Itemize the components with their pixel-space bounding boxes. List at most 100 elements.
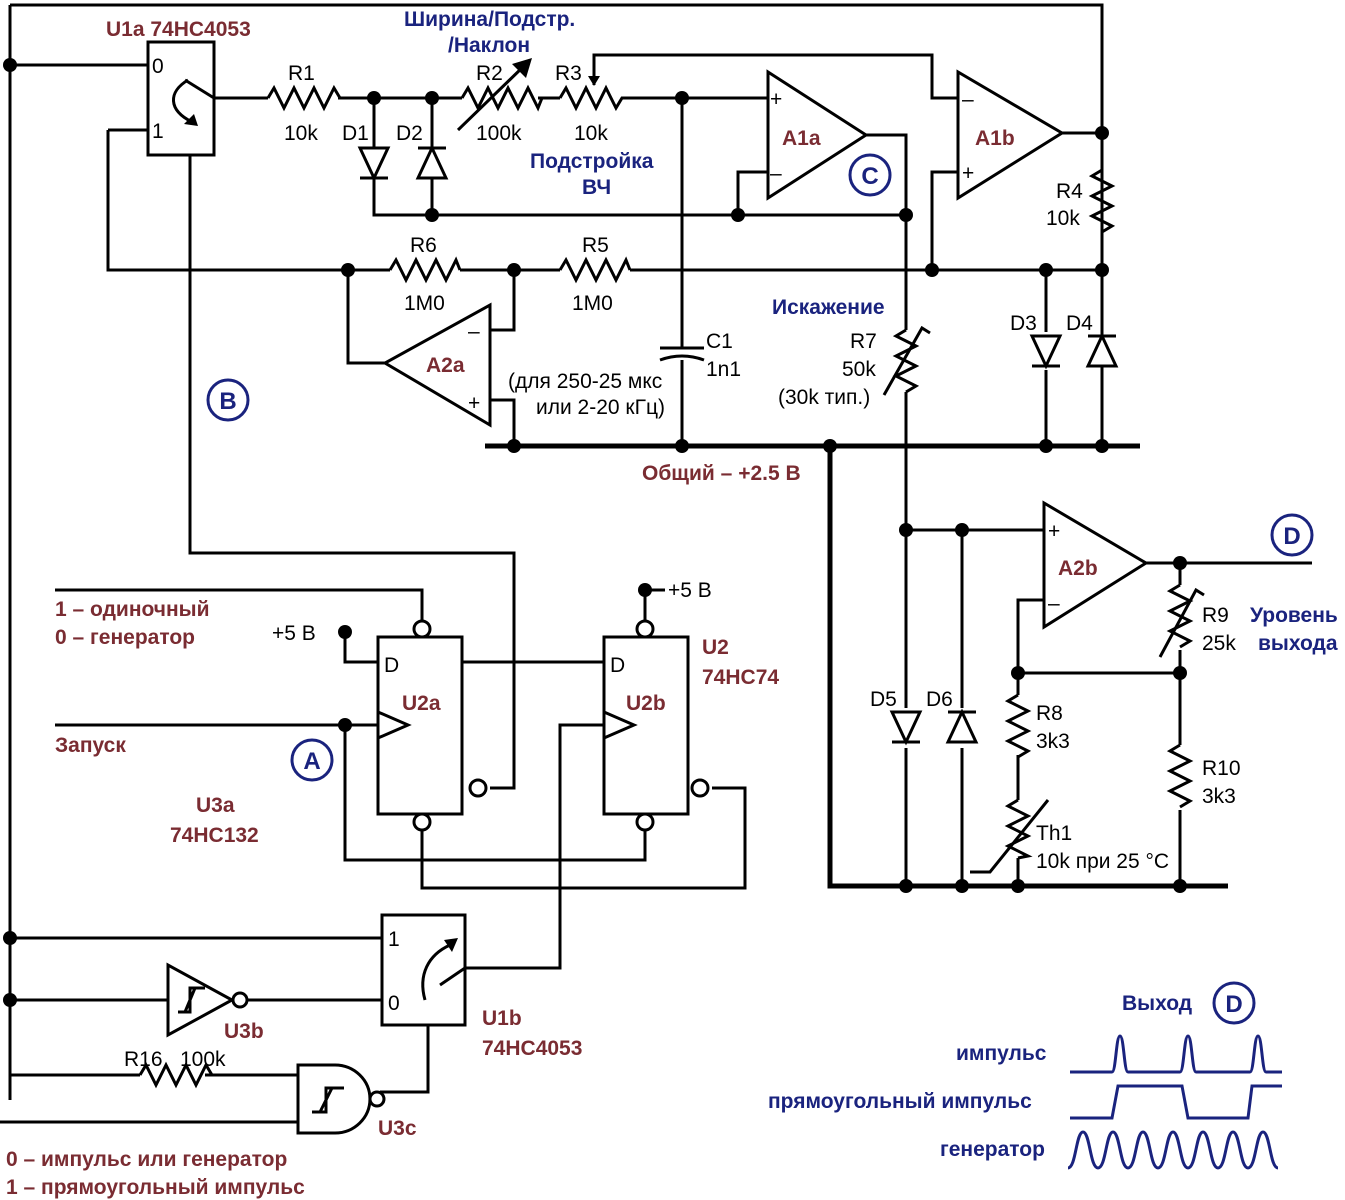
r9-label: R9 (1202, 604, 1229, 627)
r9-zigzag (1166, 583, 1194, 649)
test-point-b: B (206, 378, 250, 422)
test-point-b-label: B (219, 388, 236, 415)
r6-zigzag (388, 256, 462, 284)
c1-value: 1n1 (706, 358, 741, 381)
legend-square-label: прямоугольный импульс (768, 1090, 1032, 1113)
d4-label: D4 (1066, 312, 1093, 335)
legend-test-point-d-label: D (1225, 991, 1242, 1018)
test-point-c-label: C (861, 163, 878, 190)
u3b-schmitt-inverter (166, 962, 249, 1038)
a1a-opamp (766, 69, 869, 201)
a1b-plus: + (962, 162, 974, 185)
d1-label: D1 (342, 122, 369, 145)
resistors (138, 58, 1205, 1089)
r5-zigzag (558, 256, 632, 284)
u1a-label: U1a 74HC4053 (106, 18, 251, 41)
legend-oscillator-label: генератор (940, 1138, 1045, 1161)
slope-label: /Наклон (448, 34, 530, 57)
d2-diode (415, 144, 449, 180)
u3c-label: U3c (378, 1117, 417, 1140)
r7-note: (30k тип.) (778, 386, 870, 409)
c1-label: C1 (706, 330, 733, 353)
r1-label: R1 (288, 62, 315, 85)
supply-label-1: +5 В (272, 622, 316, 645)
r3-zigzag (558, 84, 628, 112)
level-label-1: Уровень (1250, 604, 1338, 627)
u2a-label: U2a (402, 692, 441, 715)
r9-arrow (1158, 587, 1205, 658)
r7-arrow (882, 325, 931, 396)
legend-pulse-label: импульс (956, 1042, 1047, 1065)
d4-diode (1085, 332, 1119, 368)
legend-square-wave (1070, 1084, 1282, 1120)
d5-diode (889, 710, 923, 746)
u1b-switch (380, 913, 467, 1027)
test-point-d: D (1270, 513, 1314, 557)
d6-diode (945, 708, 979, 744)
a1a-minus: – (770, 162, 782, 185)
u2b-flipflop (602, 619, 710, 832)
c1-capacitor (659, 346, 705, 362)
u3a-label: U3a (196, 794, 235, 817)
r8-label: R8 (1036, 702, 1063, 725)
u2b-label: U2b (626, 692, 666, 715)
supply-label-2: +5 В (668, 579, 712, 602)
legend-pulse-wave (1070, 1034, 1282, 1074)
mode-label-1: 1 – одиночный (55, 598, 210, 621)
c1-note2: или 2-20 кГц) (536, 396, 665, 419)
r10-label: R10 (1202, 757, 1241, 780)
a1b-opamp (956, 69, 1065, 201)
c1-note1: (для 250-25 мкс (508, 370, 662, 393)
r1-value: 10k (284, 122, 318, 145)
r7-zigzag (892, 328, 920, 394)
a1a-plus: + (770, 88, 782, 111)
r16-label: R16 (124, 1048, 163, 1071)
legend-title: Выход (1122, 992, 1192, 1015)
d6-label: D6 (926, 688, 953, 711)
a2a-opamp (381, 302, 492, 428)
test-point-a-label: A (303, 748, 320, 775)
shape-label-1: 0 – импульс или генератор (6, 1148, 287, 1171)
a1b-minus: – (962, 88, 974, 111)
r2-label: R2 (476, 62, 503, 85)
th1-line (970, 799, 1050, 874)
test-point-d-label: D (1283, 523, 1300, 550)
th1-zigzag (1004, 798, 1033, 860)
r5-value: 1M0 (572, 292, 613, 315)
r6-value: 1M0 (404, 292, 445, 315)
d3-diode (1029, 334, 1063, 370)
r7-label: R7 (850, 330, 877, 353)
mode-label-2: 0 – генератор (55, 626, 195, 649)
test-point-c: C (848, 153, 892, 197)
a2a-label: A2a (426, 354, 465, 377)
r7-value: 50k (842, 358, 876, 381)
u3b-label: U3b (224, 1020, 264, 1043)
a2a-minus: – (468, 320, 480, 343)
hf-trim-label: Подстройка (530, 150, 654, 173)
a2b-label: A2b (1058, 557, 1098, 580)
a2b-plus: + (1048, 520, 1060, 543)
r4-label: R4 (1056, 180, 1083, 203)
r2-value: 100k (476, 122, 522, 145)
u1b-label: U1b (482, 1007, 522, 1030)
r2-zigzag (460, 84, 544, 112)
u2a-flipflop (376, 619, 488, 832)
r1-zigzag (266, 84, 342, 112)
r6-label: R6 (410, 234, 437, 257)
r3-value: 10k (574, 122, 608, 145)
u3c-schmitt-nand (296, 1063, 386, 1135)
u2b-d-pin: D (610, 654, 625, 677)
a1b-label: A1b (975, 127, 1015, 150)
u2-part: 74HC74 (702, 666, 779, 689)
hf-label: ВЧ (582, 176, 611, 199)
a2b-minus: – (1048, 592, 1060, 615)
legend-test-point-d: D (1212, 981, 1256, 1025)
r4-value: 10k (1046, 207, 1080, 230)
r3-label: R3 (555, 62, 582, 85)
r4-zigzag (1088, 168, 1116, 234)
r9-value: 25k (1202, 632, 1236, 655)
distortion-label: Искажение (772, 296, 885, 319)
u3a-part: 74HC132 (170, 824, 259, 847)
a2a-plus: + (468, 392, 480, 415)
